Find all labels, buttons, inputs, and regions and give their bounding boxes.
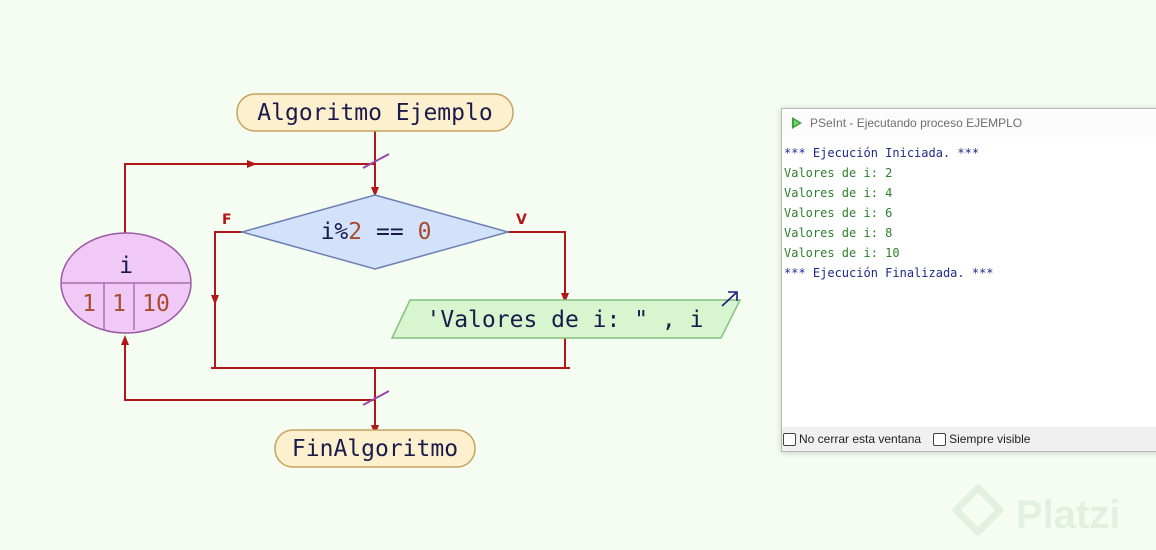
console-line: Valores de i: 4 — [784, 186, 893, 200]
flow-connectors — [121, 131, 570, 435]
platzi-wordmark: Platzi — [1016, 493, 1120, 537]
pseint-app-icon — [790, 116, 804, 130]
condition-text: i%2 == 0 — [321, 219, 432, 245]
end-label: FinAlgoritmo — [292, 436, 458, 462]
always-visible-label: Siempre visible — [949, 432, 1031, 446]
loop-return-line — [121, 335, 375, 401]
output-arrow-icon — [721, 291, 738, 307]
loop-top-line — [124, 163, 375, 233]
checkbox-box[interactable] — [933, 432, 947, 446]
checkbox-box[interactable] — [783, 432, 796, 446]
flowchart-canvas: Algoritmo Ejemplo i%2 == 0 F V 'Valores … — [60, 93, 742, 468]
platzi-watermark: Platzi — [952, 484, 1120, 537]
console-window[interactable]: PSeInt - Ejecutando proceso EJEMPLO *** … — [781, 108, 1156, 452]
false-branch-label: F — [222, 212, 232, 228]
console-line: *** Ejecución Finalizada. *** — [784, 266, 994, 280]
output-node[interactable]: 'Valores de i: " , i — [390, 291, 742, 339]
console-footer: No cerrar esta ventana Siempre visible — [782, 427, 1156, 451]
loop-ticks — [362, 153, 390, 406]
false-branch-line — [211, 231, 242, 305]
console-line: Valores de i: 6 — [784, 206, 893, 220]
console-line: Valores de i: 2 — [784, 166, 893, 180]
loop-step: 1 — [112, 291, 126, 317]
console-line: Valores de i: 10 — [784, 246, 900, 260]
start-label: Algoritmo Ejemplo — [257, 100, 492, 126]
keep-open-label: No cerrar esta ventana — [799, 432, 922, 446]
end-terminal[interactable]: FinAlgoritmo — [274, 429, 476, 468]
loop-var: i — [119, 253, 133, 279]
keep-open-checkbox[interactable]: No cerrar esta ventana — [782, 432, 921, 446]
output-text: 'Valores de i: " , i — [427, 307, 704, 333]
console-titlebar[interactable]: PSeInt - Ejecutando proceso EJEMPLO — [782, 109, 1156, 137]
decision-node[interactable]: i%2 == 0 — [239, 194, 511, 270]
console-output: *** Ejecución Iniciada. *** Valores de i… — [782, 137, 1156, 429]
console-title: PSeInt - Ejecutando proceso EJEMPLO — [810, 116, 1023, 130]
always-visible-checkbox[interactable]: Siempre visible — [933, 432, 1030, 446]
loop-end: 10 — [142, 291, 170, 317]
start-terminal[interactable]: Algoritmo Ejemplo — [236, 93, 514, 132]
loop-start: 1 — [82, 291, 96, 317]
true-branch-label: V — [516, 212, 527, 228]
console-line: *** Ejecución Iniciada. *** — [784, 146, 980, 160]
platzi-logo-icon — [952, 484, 1004, 536]
console-line: Valores de i: 8 — [784, 226, 893, 240]
true-branch-line — [508, 231, 569, 303]
loop-node[interactable]: i 1 1 10 — [60, 232, 192, 334]
